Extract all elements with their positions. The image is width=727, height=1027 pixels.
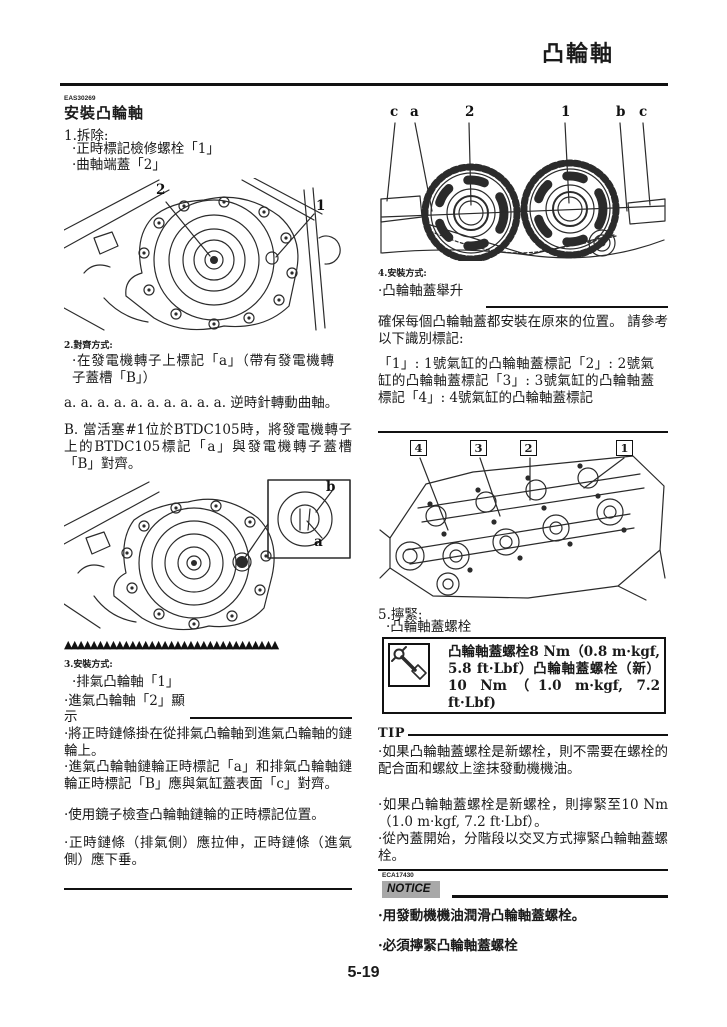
tip-label: TIP <box>378 726 406 741</box>
figure-generator-cover-removal: 2 1 <box>64 178 352 335</box>
figure-callout-box-4: 4 <box>410 440 427 456</box>
triangle-divider: ▲▲▲▲▲▲▲▲▲▲▲▲▲▲▲▲▲▲▲▲▲▲▲▲▲▲▲▲▲▲▲▲▲ <box>64 638 279 651</box>
figure-callout-1: 1 <box>316 198 326 214</box>
figure-callout-c: c <box>639 104 648 120</box>
step1-item: ·正時標記檢修螺栓「1」 <box>72 141 220 157</box>
step5-item: ·凸輪軸蓋螺栓 <box>386 619 472 635</box>
header-rule <box>60 83 668 86</box>
figure-callout-2: 2 <box>156 182 166 198</box>
figure-callout-b: b <box>326 479 336 495</box>
step3-item: ·將正時鏈條掛在從排氣凸輪軸到進氣凸輪軸的鏈輪上。 <box>64 726 352 759</box>
figure-callout-box-3: 3 <box>470 440 487 456</box>
tip-rule <box>408 734 668 736</box>
left-column: EAS30269 安裝凸輪軸 1.拆除: ·正時標記檢修螺栓「1」 ·曲軸端蓋「… <box>64 95 352 895</box>
section-code: EAS30269 <box>64 95 96 102</box>
section-title: 安裝凸輪軸 <box>64 104 145 122</box>
page-title: 凸輪軸 <box>542 41 615 67</box>
figure-callout-box-2: 2 <box>520 440 537 456</box>
notice-code: ECA17430 <box>382 872 414 879</box>
tip-item: ·從內蓋開始，分階段以交叉方式擰緊凸輪軸蓋螺栓。 <box>378 831 668 864</box>
cap-id-paragraph: 「1」: 1號氣缸的凸輪軸蓋標記「2」: 2號氣缸的凸輪軸蓋標記「3」: 3號氣… <box>378 356 654 406</box>
step2-item: ·在發電機轉子上標記「a」（帶有發電機轉子蓋槽「B」） <box>72 353 334 386</box>
step3-item: ·進氣凸輪軸「2」顯 <box>64 693 185 709</box>
inline-rule <box>486 306 668 308</box>
confirm-paragraph: 確保每個凸輪軸蓋都安裝在原來的位置。 請參考以下識別標記: <box>378 314 668 347</box>
column-rule <box>378 869 668 871</box>
figure-callout-box-1: 1 <box>616 440 633 456</box>
engine-line-art <box>379 455 666 601</box>
substep-b: B. 當活塞#1位於BTDC105時，將發電機轉子上的BTDC105標記「a」與… <box>64 422 352 472</box>
notice-item: ·必須擰緊凸輪軸蓋螺栓 <box>378 938 518 954</box>
notice-item: ·用發動機機油潤滑凸輪軸蓋螺栓。 <box>378 908 586 924</box>
figure-callout-b: b <box>616 104 626 120</box>
figure-sprocket-timing-marks: c a 2 1 b c <box>378 103 668 261</box>
engine-line-art <box>64 178 341 331</box>
torque-spec-text: 凸輪軸蓋螺栓8 Nm（0.8 m·kgf, 5.8 ft·Lbf）凸輪軸蓋螺栓（… <box>448 644 660 711</box>
step3-item: 示 <box>64 709 78 725</box>
column-rule <box>64 888 352 890</box>
step3-item: ·進氣凸輪軸鏈輪正時標記「a」和排氣凸輪軸鏈輪正時標記「B」應與氣缸蓋表面「c」… <box>64 759 352 792</box>
figure-callout-c: c <box>390 104 399 120</box>
step2-label: 2.對齊方式: <box>64 341 113 351</box>
step1-label: 1.拆除: <box>64 128 109 144</box>
notice-rule <box>452 895 668 898</box>
figure-callout-1: 1 <box>561 104 571 120</box>
figure-callout-2: 2 <box>465 104 475 120</box>
figure-camshaft-caps: 4 3 2 1 <box>378 438 668 601</box>
step3-label: 3.安裝方式: <box>64 660 113 670</box>
step3-item: ·排氣凸輪軸「1」 <box>72 674 180 690</box>
figure-callout-a: a <box>410 104 419 120</box>
tip-item: ·如果凸輪軸蓋螺栓是新螺栓，則不需要在螺栓的配合面和螺紋上塗抹發動機機油。 <box>378 744 668 777</box>
step4-label: 4.安裝方式: <box>378 269 427 279</box>
step1-item: ·曲軸端蓋「2」 <box>72 157 166 173</box>
step3-item: ·正時鏈條（排氣側）應拉伸，正時鏈條（進氣側）應下垂。 <box>64 835 352 868</box>
figure-rotor-alignment: b a <box>64 478 352 633</box>
engine-line-art <box>380 122 666 261</box>
engine-line-art <box>64 479 351 631</box>
step3-item: ·使用鏡子檢查凸輪軸鏈輪的正時標記位置。 <box>64 807 325 823</box>
substep-a: a. a. a. a. a. a. a. a. a. a. 逆時針轉動曲軸。 <box>64 395 339 411</box>
tip-item: ·如果凸輪軸蓋螺栓是新螺栓，則擰緊至10 Nm（1.0 m·kgf, 7.2 f… <box>378 797 668 830</box>
page-number: 5-19 <box>347 964 380 981</box>
torque-spec-box: 凸輪軸蓋螺栓8 Nm（0.8 m·kgf, 5.8 ft·Lbf）凸輪軸蓋螺栓（… <box>382 637 666 714</box>
inline-rule <box>190 717 352 719</box>
column-rule <box>378 431 668 433</box>
torque-wrench-icon <box>388 643 430 687</box>
step5-label: 5.擰緊: <box>378 607 423 623</box>
notice-badge: NOTICE <box>382 881 441 898</box>
figure-callout-a: a <box>314 534 323 550</box>
right-column: c a 2 1 b c 4.安裝方式: ·凸輪軸蓋舉升 確保每個凸輪軸蓋都安裝在… <box>378 100 668 980</box>
step4-item: ·凸輪軸蓋舉升 <box>378 283 464 299</box>
